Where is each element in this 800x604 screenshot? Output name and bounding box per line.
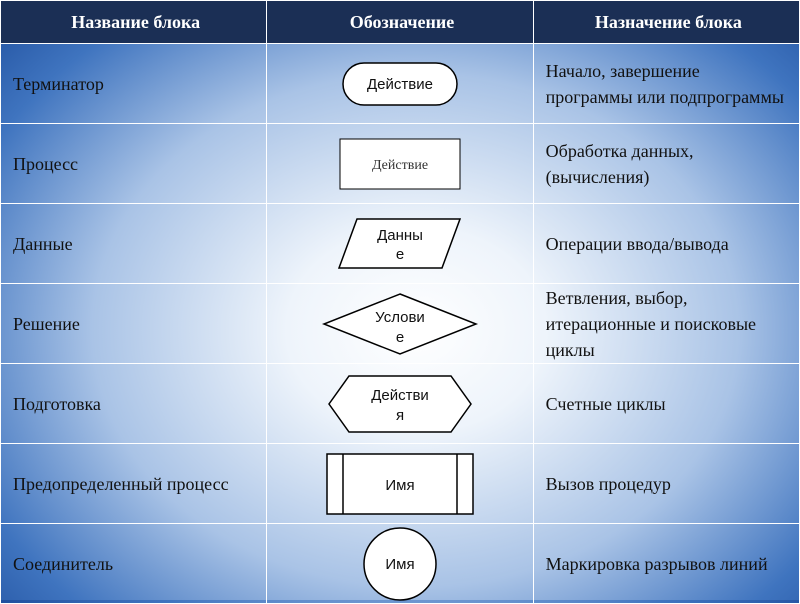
block-symbol-cell: Действие [266,123,534,204]
block-symbol-cell: Услови е [266,283,534,364]
table-row-process: Процесс Действие Обработка данных,(вычис… [0,123,800,204]
symbol-label: Имя [385,477,414,494]
block-purpose: Ветвления, выбор, итерационные и поисков… [532,283,800,364]
preparation-symbol: Действи я [328,374,472,433]
block-symbol-cell: Имя [266,523,534,604]
symbol-label: Данны [377,227,423,244]
block-name: Подготовка [0,363,268,444]
block-name: Решение [0,283,268,364]
table-row-terminator: Терминатор Действие Начало, завершение п… [0,43,800,124]
block-purpose: Операции ввода/вывода [532,203,800,284]
connector-symbol: Имя [363,526,437,601]
block-purpose: Вызов процедур [532,443,800,524]
block-purpose: Маркировка разрывов линий [532,523,800,604]
block-name: Данные [0,203,268,284]
block-symbol-cell: Действие [266,43,534,124]
symbol-label-cont: е [396,246,404,263]
block-purpose: Счетные циклы [532,363,800,444]
table-header-row: Название блока Обозначение Назначение бл… [0,0,800,44]
predefined-process-symbol: Имя [326,452,474,515]
block-purpose: Начало, завершение программы или подпрог… [532,43,800,124]
table-row-preparation: Подготовка Действи я Счетные циклы [0,363,800,444]
block-symbol-cell: Имя [266,443,534,524]
block-purpose: Обработка данных,(вычисления) [532,123,800,204]
block-name: Соединитель [0,523,268,604]
table-row-decision: Решение Услови е Ветвления, выбор, итера… [0,283,800,364]
block-name: Терминатор [0,43,268,124]
symbol-label: Действие [372,158,428,173]
symbol-label: Действи [371,387,429,404]
header-symbol: Обозначение [266,0,534,44]
symbol-label: Действие [367,76,433,93]
block-symbol-cell: Данны е [266,203,534,284]
symbol-label-cont: я [396,407,404,424]
block-symbol-cell: Действи я [266,363,534,444]
block-name: Процесс [0,123,268,204]
terminator-symbol: Действие [342,61,458,106]
header-block-purpose: Назначение блока [532,0,800,44]
table-row-data: Данные Данны е Операции ввода/вывода [0,203,800,284]
symbol-label: Имя [385,556,414,573]
table-row-predefined-process: Предопределенный процесс Имя Вызов проце… [0,443,800,524]
table-row-connector: Соединитель Имя Маркировка разрывов лини… [0,523,800,604]
data-symbol: Данны е [337,217,462,269]
header-block-name: Название блока [0,0,268,44]
process-symbol: Действие [339,138,461,189]
symbol-label-cont: е [396,329,404,346]
decision-symbol: Услови е [321,292,479,355]
block-name: Предопределенный процесс [0,443,268,524]
symbol-label: Услови [375,309,425,326]
